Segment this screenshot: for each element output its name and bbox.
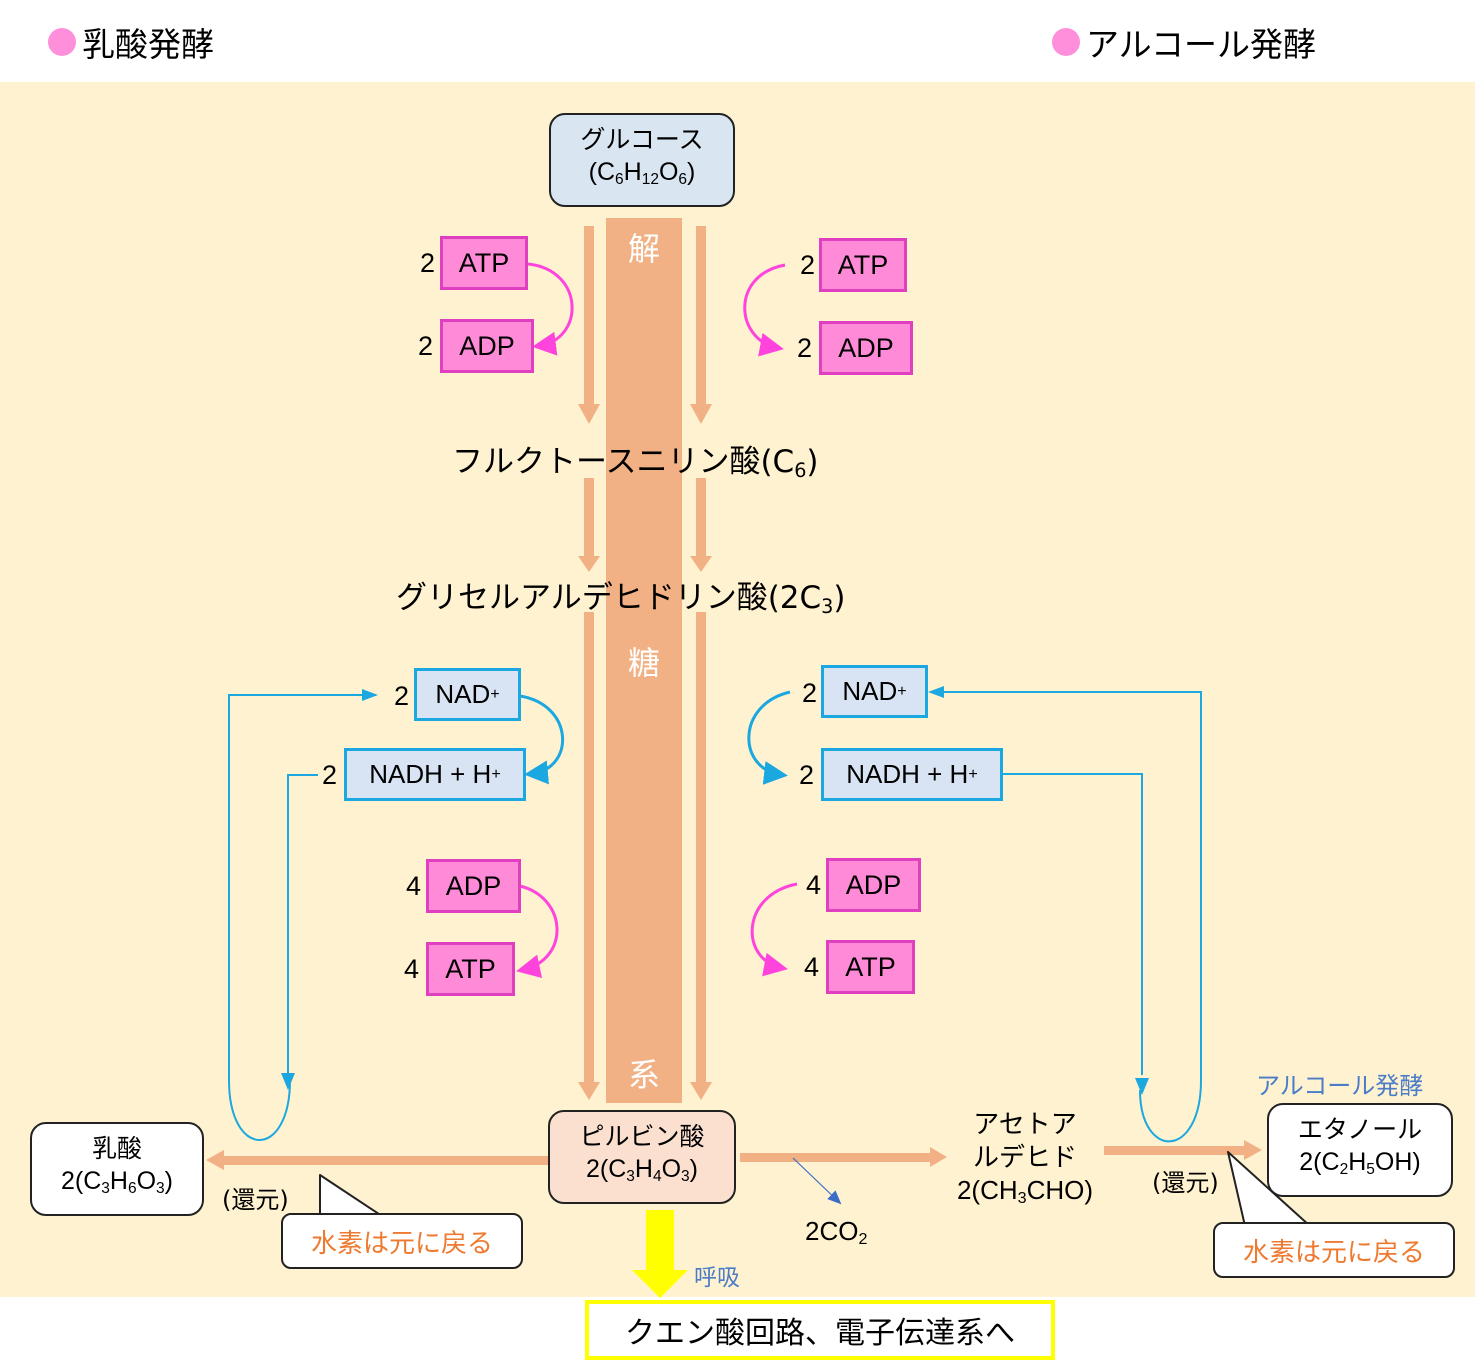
- nad-box-left: NAD+: [414, 668, 521, 721]
- adp-to-atp-arrow-left: [516, 884, 559, 979]
- pyruvate-to-acetaldehyde-arrow: [740, 1153, 932, 1162]
- respiration-label: 呼吸: [694, 1265, 740, 1291]
- glucose-name: グルコース: [580, 126, 704, 155]
- glycolysis-char-2: 糖: [627, 644, 660, 682]
- nadh-box-right: NADH + H+: [821, 748, 1003, 801]
- nadh-consumption-line-left: [287, 774, 318, 1075]
- coef: 2: [322, 760, 338, 790]
- glycolysis-side-arrows: [578, 226, 712, 1100]
- co2-release-arrow: [792, 1157, 842, 1205]
- respiration-arrow: [646, 1210, 674, 1272]
- glycolysis-column: [606, 218, 682, 1103]
- nad-to-nadh-arrow-right: [747, 690, 791, 785]
- nadh-consumption-line-right: [1002, 773, 1143, 1075]
- hydrogen-return-bubble-right: 水素は元に戻る: [1213, 1222, 1455, 1278]
- adp-box-left-top: ADP: [440, 319, 534, 373]
- glycolysis-char-1: 解: [627, 230, 660, 268]
- lactate-formula: 2(C3H6O3): [60, 1167, 173, 1197]
- heading-lactic-fermentation: 乳酸発酵: [48, 18, 214, 66]
- atp-box-right-bottom: ATP: [826, 940, 915, 994]
- pyruvate-formula: 2(C3H4O3): [585, 1155, 698, 1185]
- heading-alcohol-text: アルコール発酵: [1086, 25, 1317, 64]
- nadh-box-left: NADH + H+: [344, 748, 526, 801]
- pyruvate-name: ピルビン酸: [579, 1123, 705, 1152]
- nad-to-nadh-arrow-left: [519, 694, 565, 785]
- coef: 2: [799, 760, 815, 790]
- atp-to-adp-arrow-left: [527, 262, 574, 356]
- acetaldehyde-to-ethanol-arrow: [1104, 1146, 1244, 1155]
- coef: 2: [394, 681, 410, 711]
- pyruvate-box: ピルビン酸 2(C3H4O3): [548, 1110, 736, 1204]
- adp-box-left-bottom: ADP: [426, 859, 521, 913]
- nad-regeneration-line-left: [228, 694, 376, 1141]
- ethanol-formula: 2(C2H5OH): [1299, 1148, 1421, 1178]
- atp-box-right-top: ATP: [819, 238, 907, 292]
- coef: 4: [806, 870, 822, 900]
- citric-acid-cycle-destination: クエン酸回路、電子伝達系へ: [585, 1300, 1055, 1360]
- atp-box-left-top: ATP: [440, 236, 528, 290]
- fructose-bisphosphate-label: フルクトースニリン酸(C6): [452, 444, 819, 482]
- heading-lactic-text: 乳酸発酵: [82, 25, 214, 64]
- ethanol-name: エタノール: [1297, 1116, 1423, 1145]
- coef: 4: [804, 952, 820, 982]
- coef: 4: [404, 954, 420, 984]
- reduction-label-left: (還元): [222, 1186, 289, 1214]
- glucose-formula: (C6H12O6): [588, 158, 696, 188]
- lactate-box: 乳酸 2(C3H6O3): [30, 1122, 204, 1216]
- pyruvate-to-lactate-arrow: [222, 1156, 550, 1165]
- diagram-panel: [0, 82, 1475, 1297]
- bullet-dot-icon: [1052, 28, 1080, 56]
- adp-to-atp-arrow-right: [750, 882, 798, 977]
- hydrogen-return-bubble-left: 水素は元に戻る: [281, 1213, 523, 1269]
- lactate-name: 乳酸: [91, 1135, 142, 1164]
- coef: 2: [797, 333, 813, 363]
- glucose-box: グルコース (C6H12O6): [549, 113, 735, 207]
- heading-alcohol-fermentation: アルコール発酵: [1052, 18, 1316, 66]
- coef: 2: [802, 678, 818, 708]
- co2-label: 2CO2: [805, 1216, 868, 1249]
- adp-box-right-bottom: ADP: [826, 858, 921, 912]
- glyceraldehyde-phosphate-label: グリセルアルデヒドリン酸(2C3): [396, 580, 846, 618]
- atp-box-left-bottom: ATP: [426, 942, 515, 996]
- coef: 2: [418, 331, 434, 361]
- nad-box-right: NAD+: [821, 665, 928, 718]
- nad-regeneration-line-right: [940, 691, 1202, 1143]
- reduction-label-right: (還元): [1152, 1169, 1219, 1197]
- acetaldehyde-label: アセトア ルデヒド 2(CH3CHO): [956, 1109, 1094, 1208]
- ethanol-box: エタノール 2(C2H5OH): [1267, 1103, 1453, 1197]
- alcohol-fermentation-label: アルコール発酵: [1256, 1072, 1424, 1100]
- atp-to-adp-arrow-right: [743, 263, 786, 357]
- adp-box-right-top: ADP: [819, 321, 913, 375]
- bullet-dot-icon: [48, 28, 76, 56]
- coef: 2: [800, 250, 816, 280]
- coef: 4: [406, 871, 422, 901]
- coef: 2: [420, 248, 436, 278]
- glycolysis-char-3: 系: [627, 1056, 660, 1094]
